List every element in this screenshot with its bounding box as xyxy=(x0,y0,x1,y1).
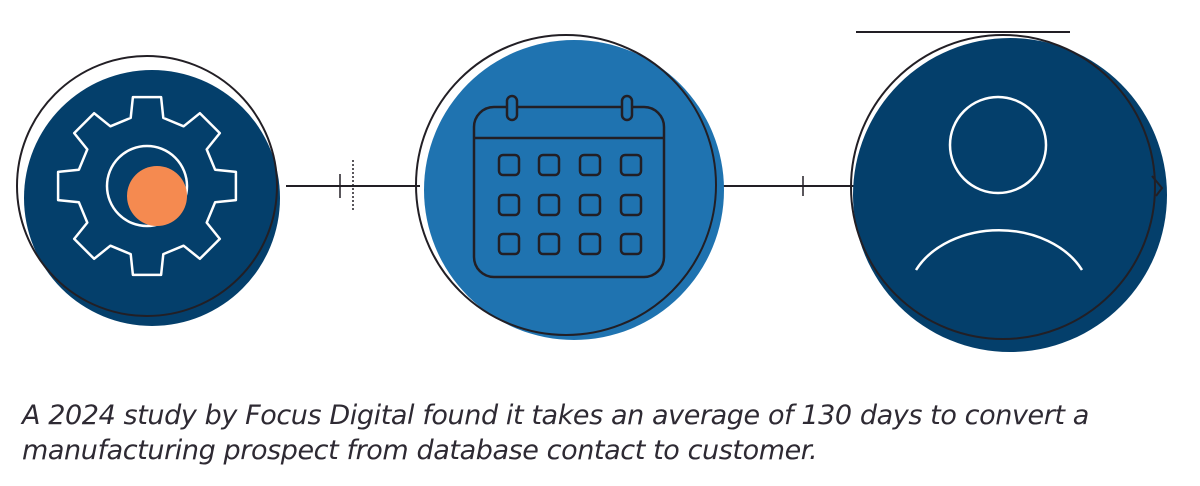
calendar-date-cell xyxy=(497,153,521,177)
calendar-date-cell xyxy=(619,232,643,256)
calendar-icon xyxy=(472,94,666,279)
connector-line-left xyxy=(286,160,420,212)
caption-text: A 2024 study by Focus Digital found it t… xyxy=(22,398,1182,468)
calendar-circle-fill xyxy=(424,40,724,340)
process-diagram xyxy=(16,31,1167,352)
calendar-date-grid xyxy=(497,153,643,256)
calendar-date-cell xyxy=(619,153,643,177)
calendar-date-cell xyxy=(537,232,561,256)
calendar-date-cell xyxy=(619,193,643,217)
person-circle-outline xyxy=(850,34,1156,340)
gear-center-dot xyxy=(127,166,187,226)
caption-line-2: manufacturing prospect from database con… xyxy=(22,435,818,466)
calendar-date-cell xyxy=(578,193,602,217)
person-shoulders xyxy=(914,228,1084,271)
gear-hub-ring xyxy=(105,144,189,228)
calendar-circle xyxy=(415,34,724,340)
person-icon xyxy=(914,95,1084,271)
person-circle-fill xyxy=(853,38,1167,352)
calendar-date-cell xyxy=(578,153,602,177)
person-circle xyxy=(850,31,1167,352)
calendar-date-cell xyxy=(497,232,521,256)
person-head xyxy=(948,95,1048,195)
calendar-date-cell xyxy=(578,232,602,256)
person-circle-tick xyxy=(1151,175,1164,197)
gear-icon xyxy=(56,95,238,277)
calendar-circle-outline xyxy=(415,34,717,336)
calendar-date-cell xyxy=(537,153,561,177)
calendar-date-cell xyxy=(497,193,521,217)
gear-circle xyxy=(16,55,280,326)
caption-line-1: A 2024 study by Focus Digital found it t… xyxy=(22,400,1089,431)
calendar-date-cell xyxy=(537,193,561,217)
gear-circle-outline xyxy=(16,55,278,317)
